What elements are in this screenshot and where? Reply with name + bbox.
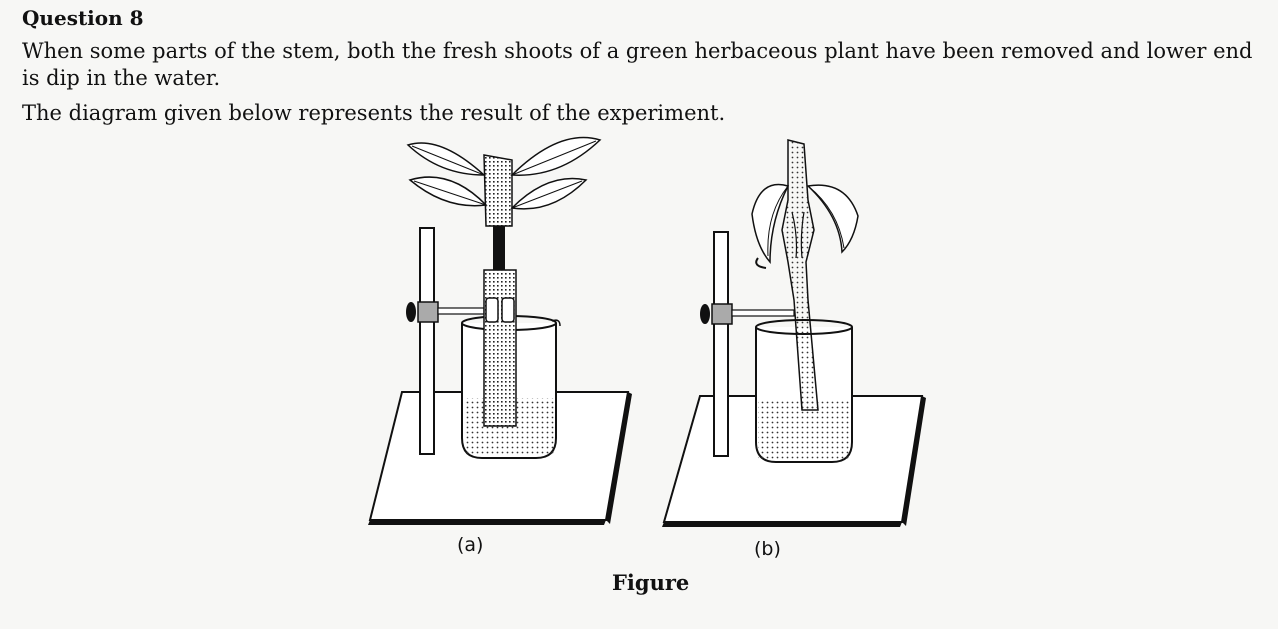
question-heading: Question 8 xyxy=(22,6,144,30)
panel-label-a: (a) xyxy=(457,534,484,556)
clamp-a xyxy=(417,301,439,323)
stand-rod-a xyxy=(419,227,435,455)
question-text: When some parts of the stem, both the fr… xyxy=(22,39,1253,90)
setup-b xyxy=(662,139,926,527)
panel-label-b: (b) xyxy=(754,538,781,560)
figure-caption: Figure xyxy=(612,570,690,595)
stand-rod-b xyxy=(713,231,729,457)
clamp-b xyxy=(711,303,733,325)
stem-b xyxy=(781,139,819,411)
result-text: The diagram given below represents the r… xyxy=(22,101,726,125)
stem-lower-a xyxy=(483,269,517,427)
stem-upper-a xyxy=(483,154,513,227)
leaves-b xyxy=(751,183,859,269)
leaves-a xyxy=(406,136,602,210)
setup-a xyxy=(368,136,632,525)
